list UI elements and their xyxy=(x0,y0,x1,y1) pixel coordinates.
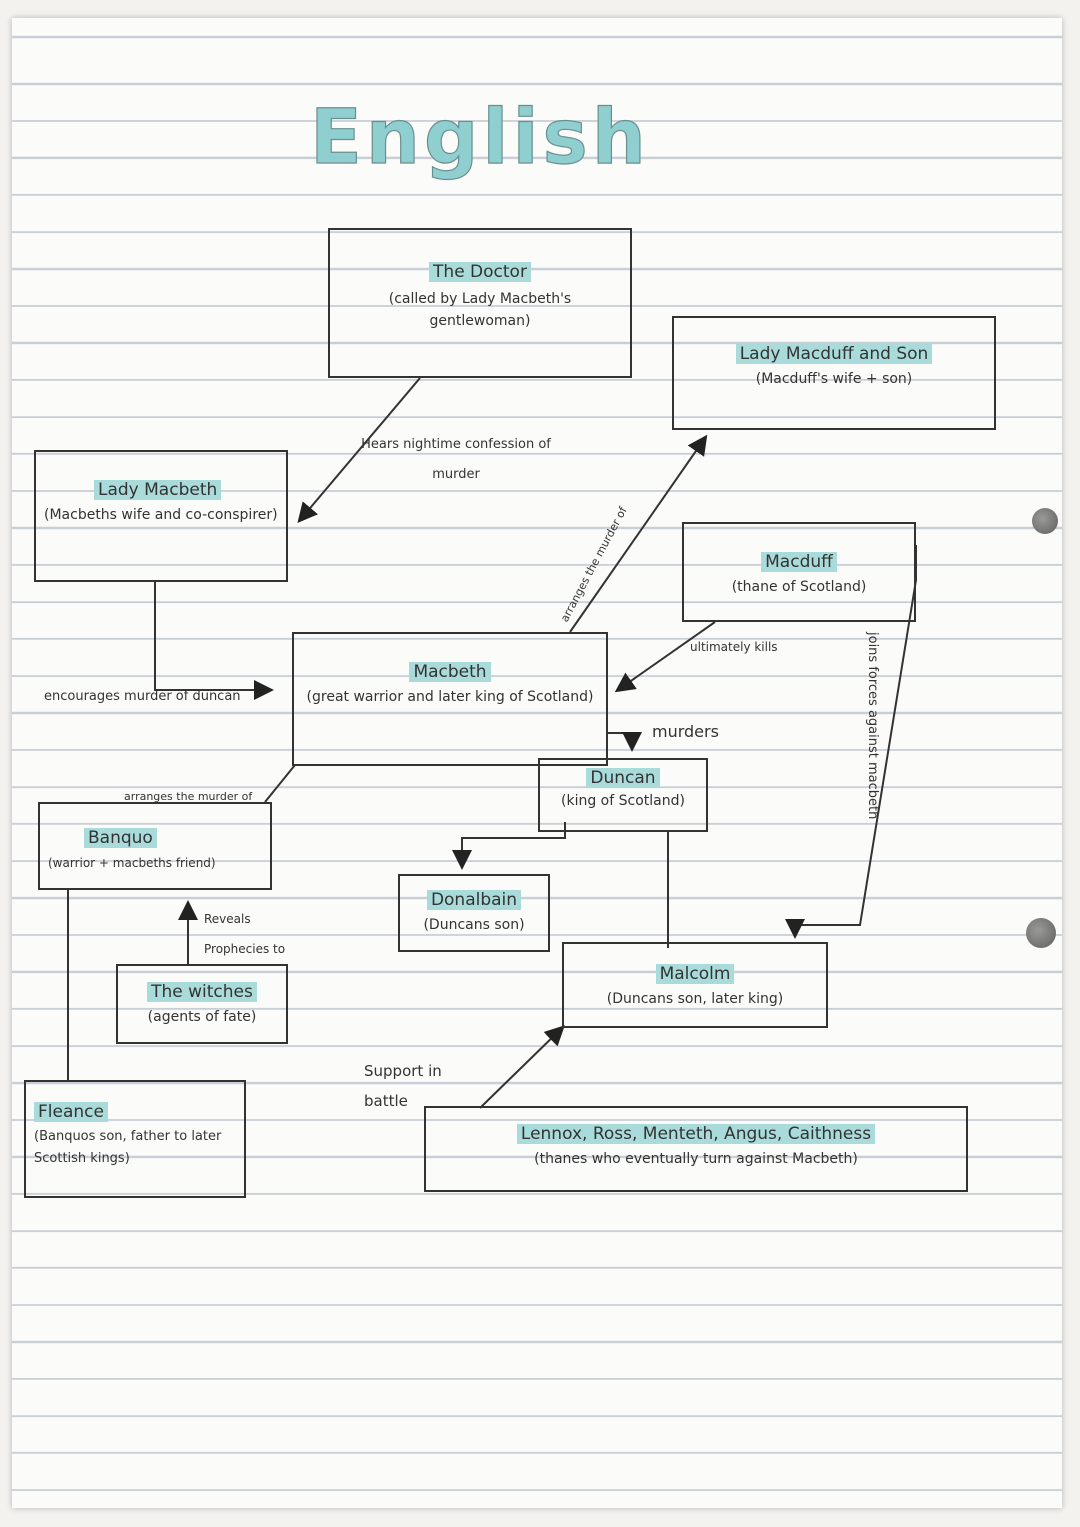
label-support-in-battle: Support in battle xyxy=(364,1062,442,1110)
node-name: Malcolm xyxy=(655,964,735,984)
link-macduff-malcolm xyxy=(785,545,917,939)
binder-hole-top xyxy=(1032,508,1058,534)
link-macduff-macbeth xyxy=(614,621,716,693)
node-the-witches: The witches (agents of fate) xyxy=(116,964,288,1044)
label-joins-forces: joins forces against macbeth xyxy=(865,632,880,820)
node-macduff: Macduff (thane of Scotland) xyxy=(682,522,916,622)
link-lady-macbeth-macbeth xyxy=(154,582,274,700)
page-title: English xyxy=(309,91,650,181)
node-desc: (great warrior and later king of Scotlan… xyxy=(306,689,594,705)
link-macbeth-duncan xyxy=(608,732,642,752)
node-name: The witches xyxy=(147,982,257,1002)
node-name: Lady Macduff and Son xyxy=(735,344,933,364)
node-desc: (Macbeths wife and co-conspirer) xyxy=(44,507,278,523)
node-thanes: Lennox, Ross, Menteth, Angus, Caithness … xyxy=(424,1106,968,1192)
node-name: Macbeth xyxy=(409,662,491,682)
link-macbeth-banquo xyxy=(264,764,296,803)
label-hears-confession: Hears nightime confession of murder xyxy=(361,437,551,482)
node-desc: (Duncans son, later king) xyxy=(606,991,784,1007)
node-desc: (agents of fate) xyxy=(147,1009,257,1025)
node-lady-macduff-and-son: Lady Macduff and Son (Macduff's wife + s… xyxy=(672,316,996,430)
node-lady-macbeth: Lady Macbeth (Macbeths wife and co-consp… xyxy=(34,450,288,582)
node-desc: (Duncans son) xyxy=(423,917,525,933)
node-malcolm: Malcolm (Duncans son, later king) xyxy=(562,942,828,1028)
node-desc: (thanes who eventually turn against Macb… xyxy=(534,1151,858,1167)
link-doctor-lady-macbeth xyxy=(297,377,421,524)
node-banquo: Banquo (warrior + macbeths friend) xyxy=(38,802,272,890)
node-duncan: Duncan (king of Scotland) xyxy=(538,758,708,832)
node-name: Banquo xyxy=(84,828,157,848)
node-donalbain: Donalbain (Duncans son) xyxy=(398,874,550,952)
link-macbeth-lady-macduff xyxy=(569,434,708,633)
link-thanes-malcolm xyxy=(479,1025,565,1109)
binder-hole-bottom xyxy=(1026,918,1056,948)
node-desc: (Banquos son, father to later Scottish k… xyxy=(34,1129,222,1166)
node-desc: (king of Scotland) xyxy=(561,793,685,809)
label-ultimately-kills: ultimately kills xyxy=(690,640,778,654)
node-fleance: Fleance (Banquos son, father to later Sc… xyxy=(24,1080,246,1198)
node-name: Duncan xyxy=(586,768,660,788)
node-the-doctor: The Doctor (called by Lady Macbeth's gen… xyxy=(328,228,632,378)
node-name: Lady Macbeth xyxy=(94,480,222,500)
node-name: Fleance xyxy=(34,1102,108,1122)
node-desc: (warrior + macbeths friend) xyxy=(48,856,216,870)
label-murders: murders xyxy=(652,722,719,741)
node-name: Donalbain xyxy=(426,890,522,910)
label-arranges-murder-banquo: arranges the murder of xyxy=(124,790,253,803)
node-desc: (thane of Scotland) xyxy=(731,579,867,595)
label-reveals-prophecies: Reveals Prophecies to xyxy=(204,912,286,956)
node-desc: (called by Lady Macbeth's gentlewoman) xyxy=(388,291,572,329)
node-desc: (Macduff's wife + son) xyxy=(755,371,913,387)
node-name: Macduff xyxy=(761,552,837,572)
label-encourages-murder: encourages murder of duncan xyxy=(44,689,241,704)
node-macbeth: Macbeth (great warrior and later king of… xyxy=(292,632,608,766)
node-name: Lennox, Ross, Menteth, Angus, Caithness xyxy=(516,1124,876,1144)
node-name: The Doctor xyxy=(429,262,531,282)
